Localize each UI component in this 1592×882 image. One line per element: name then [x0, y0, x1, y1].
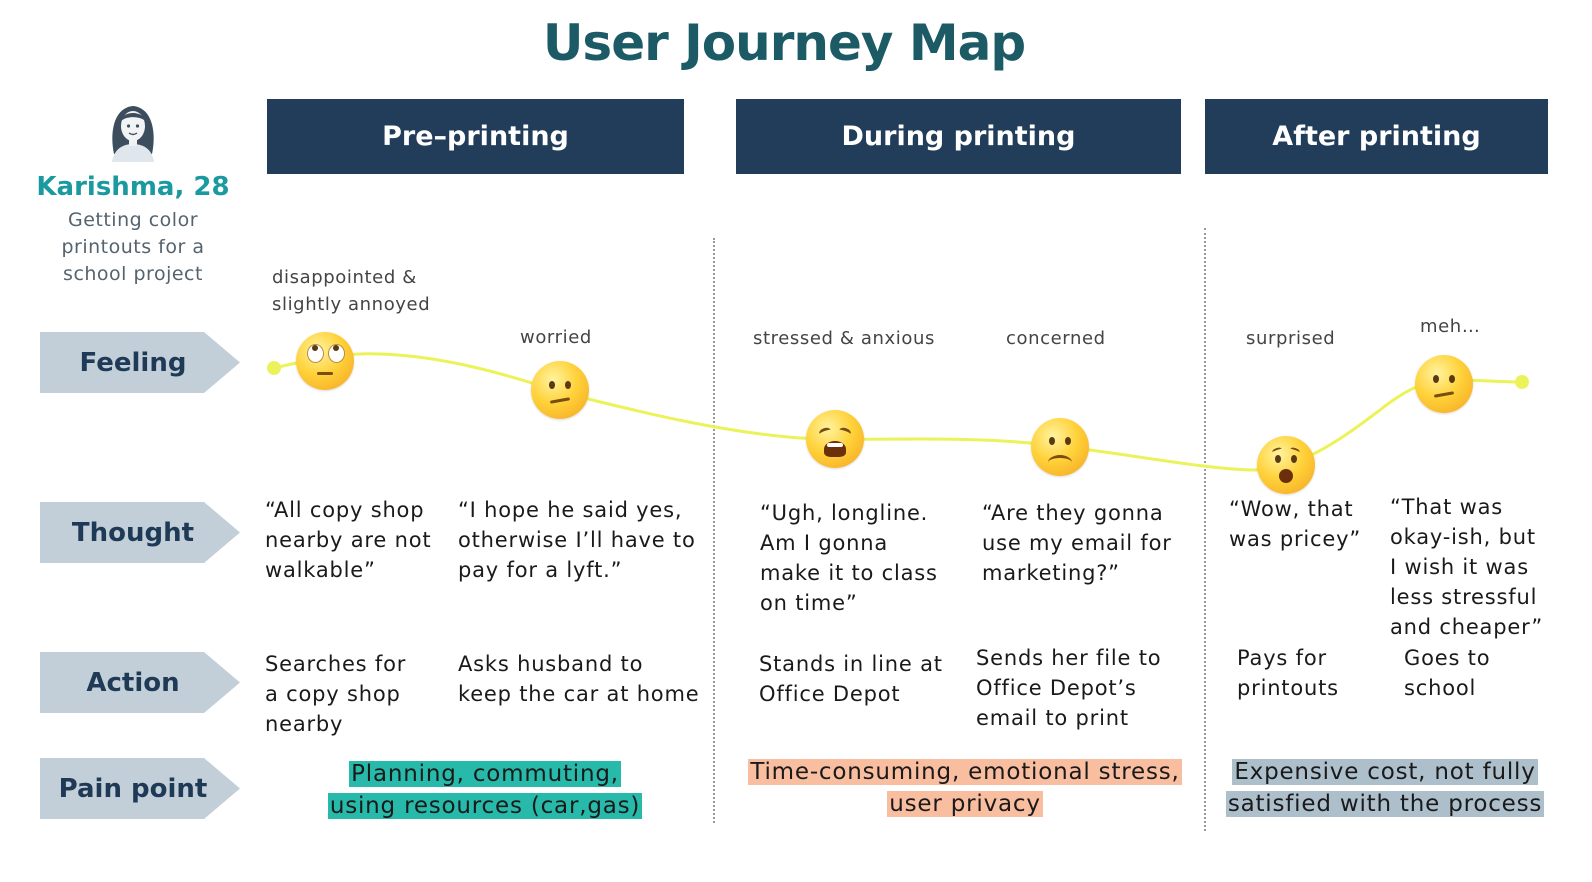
phase-header-pre-printing: Pre–printing [267, 99, 684, 174]
phase-header-after-printing: After printing [1205, 99, 1548, 174]
row-label-feeling: Feeling [40, 332, 240, 393]
confused-face-icon [531, 361, 589, 419]
curve-end-dot [1515, 375, 1529, 389]
pain-point-after-printing: Expensive cost, not fully satisfied with… [1225, 759, 1545, 817]
row-label-thought: Thought [40, 502, 240, 563]
row-label-pain-point: Pain point [40, 758, 240, 819]
feeling-text: disappointed &slightly annoyed [272, 267, 431, 315]
persona-name: Karishma, 28 [36, 172, 230, 202]
feeling-text: stressed & anxious [753, 328, 935, 349]
pain-point-pre-printing: Planning, commuting, using resources (ca… [327, 761, 643, 819]
thought-text: “I hope he said yes,otherwise I’ll have … [458, 498, 696, 582]
phase-divider [713, 238, 715, 823]
row-label-action: Action [40, 652, 240, 713]
pain-point-during-printing: Time-consuming, emotional stress, user p… [748, 759, 1182, 817]
woman-avatar-icon [112, 106, 154, 162]
surprised-face-icon [1257, 436, 1315, 494]
eye-roll-face-icon [296, 332, 354, 390]
weary-face-icon [806, 410, 864, 468]
feeling-text: surprised [1246, 328, 1336, 349]
page-title: User Journey Map [542, 14, 1026, 72]
phase-divider [1204, 228, 1206, 831]
feeling-text: worried [520, 327, 592, 348]
curve-start-dot [267, 361, 281, 375]
persona-description: Getting color printouts for a school pro… [61, 209, 205, 285]
persona-avatar [100, 96, 166, 162]
feeling-text: meh… [1420, 316, 1481, 337]
phase-header-during-printing: During printing [736, 99, 1181, 174]
confused-face-icon [1415, 355, 1473, 413]
feeling-text: concerned [1006, 328, 1106, 349]
frowning-face-icon [1031, 418, 1089, 476]
